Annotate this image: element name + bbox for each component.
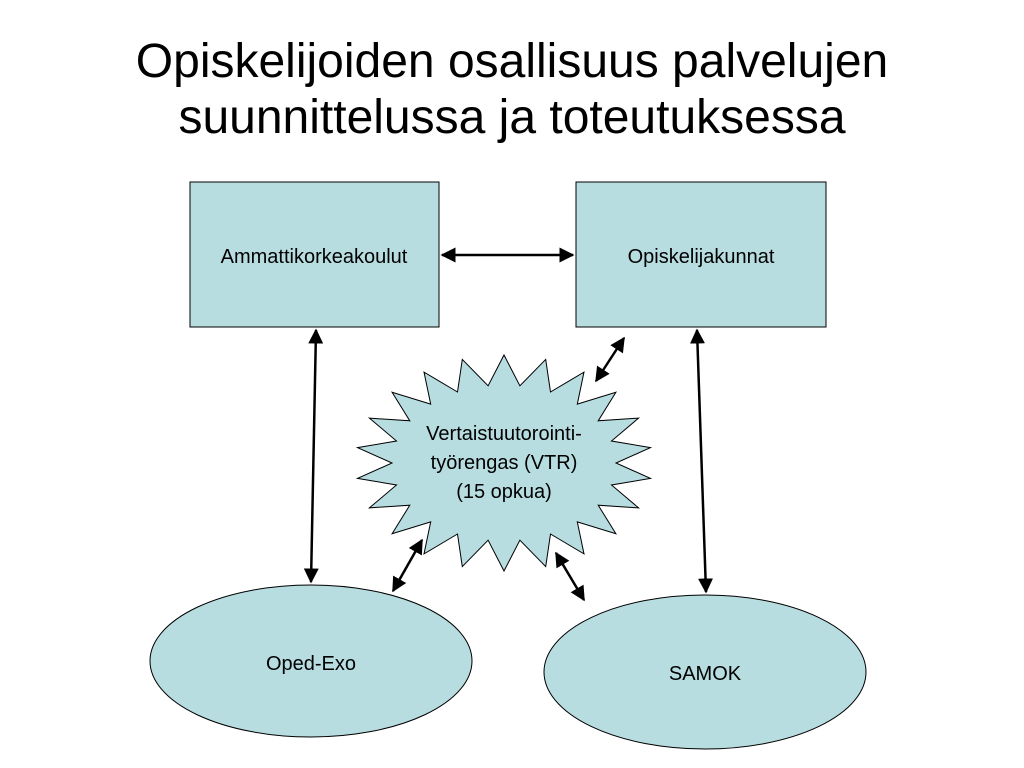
- title-line-1: Opiskelijoiden osallisuus palvelujen: [135, 35, 889, 88]
- arrow-vtr-opiskelijakunnat: [594, 336, 626, 383]
- node-vtr: Vertaistuutorointi- työrengas (VTR) (15 …: [355, 353, 653, 573]
- node-oped-exo-label: Oped-Exo: [266, 653, 356, 675]
- node-samok-ellipse: [543, 594, 867, 750]
- node-vtr-label-line-3: (15 opkua): [456, 481, 552, 503]
- arrow-amk-oped-exo: [303, 328, 324, 584]
- node-oped-exo-ellipse: [149, 584, 473, 738]
- node-opiskelijakunnat-box: [575, 181, 827, 328]
- node-ammattikorkeakoulut-label: Ammattikorkeakoulut: [221, 246, 408, 268]
- node-ammattikorkeakoulut-box: [189, 181, 440, 328]
- page-title: Opiskelijoiden osallisuus palvelujen suu…: [0, 34, 1024, 146]
- node-ammattikorkeakoulut: Ammattikorkeakoulut: [189, 181, 440, 328]
- node-opiskelijakunnat-label: Opiskelijakunnat: [628, 246, 775, 268]
- node-samok-label: SAMOK: [669, 663, 742, 685]
- node-opiskelijakunnat: Opiskelijakunnat: [575, 181, 827, 328]
- node-samok: SAMOK: [543, 594, 867, 750]
- node-vtr-starburst: [355, 353, 653, 573]
- node-vtr-label-line-1: Vertaistuutorointi-: [426, 423, 582, 445]
- node-vtr-label-line-2: työrengas (VTR): [431, 452, 578, 474]
- arrow-vtr-oped-exo: [391, 538, 424, 593]
- title-line-2: suunnittelussa ja toteutuksessa: [178, 91, 846, 144]
- node-oped-exo: Oped-Exo: [149, 584, 473, 738]
- arrow-opiskelijakunnat-samok: [689, 328, 714, 594]
- arrow-vtr-samok: [554, 551, 586, 602]
